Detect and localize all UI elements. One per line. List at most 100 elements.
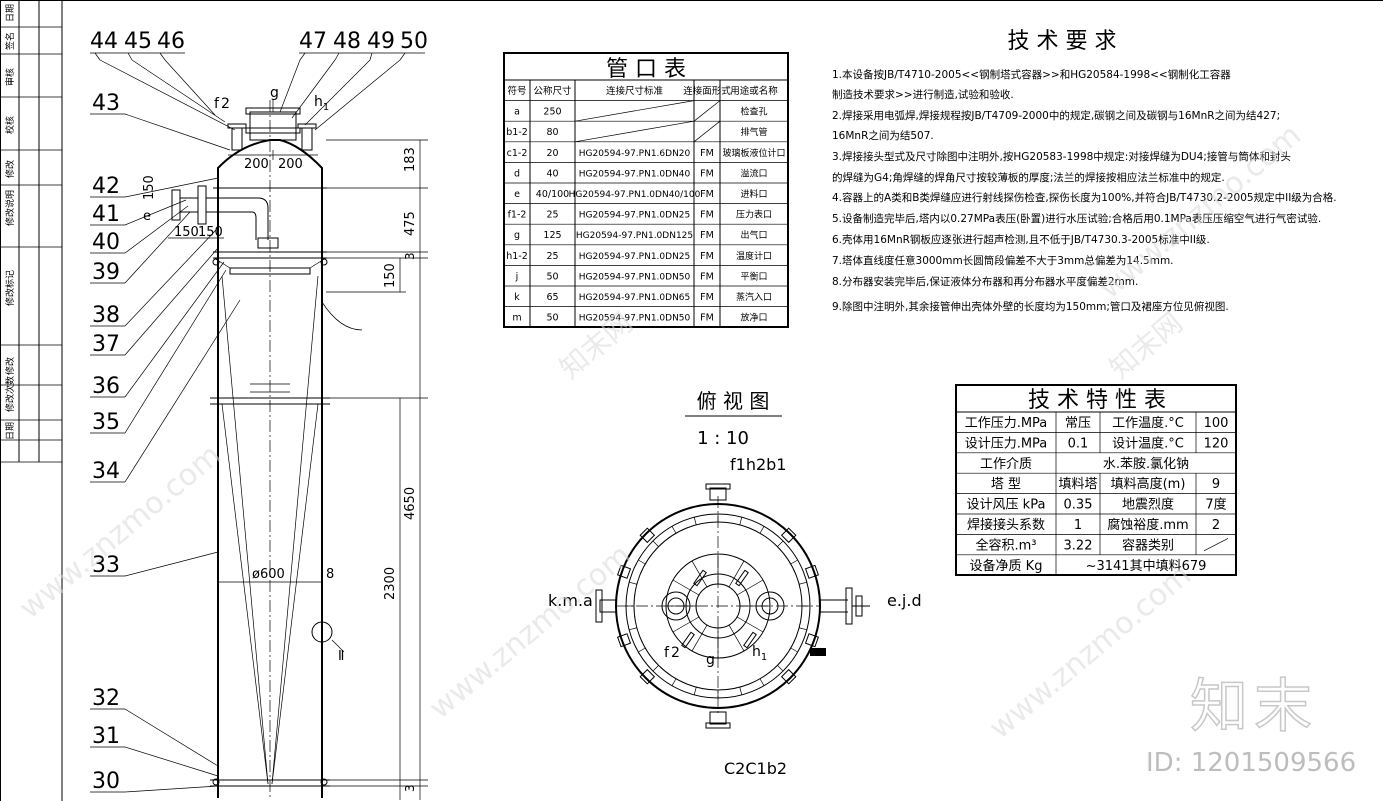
nozzle-label-e: e [143, 209, 151, 224]
part-number-44: 44 [90, 29, 118, 54]
dim-2300: 2300 [383, 567, 398, 600]
nozzle-header-cell: 连接面形式 [683, 85, 731, 97]
tech-requirement-line: 5.设备制造完毕后,塔内以0.27MPa表压(卧置)进行水压试验;合格后用0.1… [832, 212, 1321, 225]
nozzle-cell: 进料口 [740, 188, 767, 200]
spec-cell: 塔 型 [991, 477, 1021, 492]
top-view-label-bottom: C2C1b2 [724, 759, 787, 778]
part-number-49: 49 [367, 29, 395, 54]
nozzle-cell: d [514, 168, 520, 179]
tech-requirement-line: 4.容器上的A类和B类焊缝应进行射线探伤检查,探伤长度为100%,并符合JB/T… [832, 191, 1337, 204]
nozzle-cell: FM [700, 271, 714, 282]
nozzle-cell: m [512, 313, 521, 324]
part-number-42: 42 [92, 174, 120, 199]
nozzle-cell: FM [700, 148, 714, 159]
nozzle-table-title: 管 口 表 [606, 57, 686, 82]
nozzle-cell: 蒸汽入口 [736, 291, 772, 303]
dim-150-vertical: 150 [142, 175, 157, 200]
tech-requirement-line: 7.塔体直线度任意3000mm长圆筒段偏差不大于3mm总偏差为14.5mm. [832, 254, 1174, 267]
part-number-37: 37 [92, 332, 120, 357]
nozzle-cell: f1-2 [508, 210, 527, 221]
part-number-48: 48 [333, 29, 361, 54]
part-number-38: 38 [92, 303, 120, 328]
spec-cell: 腐蚀裕度.mm [1107, 517, 1188, 533]
spec-cell: 100 [1204, 416, 1229, 431]
nozzle-cell: HG20594-97.PN1.0DN25 [579, 252, 691, 262]
top-view-title: 俯 视 图 [697, 389, 770, 413]
nozzle-cell: 溢流口 [740, 167, 767, 179]
spec-cell: ~3141其中填料679 [1086, 559, 1207, 574]
tech-requirement-line: 16MnR之间为结507. [832, 129, 934, 142]
nozzle-cell: 40 [546, 168, 558, 179]
spec-cell: 水.苯胺.氯化钠 [1103, 457, 1189, 472]
title-strip-cell: 校核 [4, 116, 16, 134]
title-strip-cell: 审核 [4, 68, 16, 86]
nozzle-cell: h1-2 [506, 251, 528, 262]
roman-II-label: Ⅱ [338, 649, 344, 664]
part-number-46: 46 [157, 29, 185, 54]
dim-diameter: ø600 [252, 567, 285, 582]
nozzle-cell: HG20594-97.PN1.0DN125 [576, 231, 693, 241]
watermark-site-3: www.znzmo.com [983, 558, 1198, 747]
part-number-36: 36 [92, 374, 120, 399]
spec-cell: 7度 [1205, 497, 1226, 513]
nozzle-cell: 25 [546, 210, 558, 221]
spec-cell: 工作温度.°C [1112, 415, 1184, 431]
spec-cell: 0.35 [1064, 498, 1093, 513]
nozzle-cell: 排气管 [740, 126, 767, 138]
spec-cell: 焊接接头系数 [967, 517, 1045, 533]
nozzle-cell: HG20594-97.PN1.0DN65 [579, 293, 691, 303]
top-view-scale: 1 : 10 [697, 428, 749, 449]
nozzle-cell: HG20594-97.PN1.0DN50 [579, 272, 691, 282]
nozzle-cell: FM [700, 189, 714, 200]
nozzle-cell: HG20594-97.PN1.0DN25 [579, 211, 691, 221]
nozzle-cell: 玻璃板液位计口 [722, 147, 785, 159]
title-strip-cell: 日期 [5, 422, 16, 440]
tech-requirement-line: 2.焊接采用电弧焊,焊接规程按JB/T4709-2000中的规定,碳钢之间及碳钢… [832, 109, 1280, 122]
title-strip-cell: 修改 [4, 160, 16, 178]
spec-cell: 常压 [1065, 416, 1091, 431]
spec-table-title: 技 术 特 性 表 [1028, 388, 1166, 413]
column-elevation-view: 44 45 46 47 48 49 50 4342414039383736353… [90, 29, 428, 800]
dim-475: 475 [403, 211, 418, 236]
title-strip-cell: 修改标记 [4, 270, 16, 306]
nozzle-cell: FM [700, 292, 714, 303]
nozzle-label-h1: h1 [314, 94, 329, 113]
nozzle-cell: a [514, 107, 520, 118]
nozzle-cell: 40/100 [536, 189, 569, 200]
watermark-id: ID: 1201509566 [1146, 748, 1356, 778]
dim-200-left: 200 [244, 157, 269, 172]
part-number-45: 45 [124, 29, 152, 54]
tech-requirement-line: 8.分布器安装完毕后,保证液体分布器和再分布器水平度偏差2mm. [832, 275, 1138, 288]
nozzle-cell: HG20594-97.PN1.0DN40/100 [569, 190, 701, 200]
tech-requirement-line: 3.焊接接头型式及尺寸除图中注明外,按HG20583-1998中规定:对接焊缝为… [832, 150, 1291, 163]
title-strip-cell: 日期 [5, 4, 16, 22]
title-strip-cell: 修改次数 [4, 376, 16, 412]
spec-cell: 全容积.m³ [975, 537, 1036, 553]
nozzle-header-cell: 用途或名称 [730, 85, 778, 97]
tech-requirement-line: 6.壳体用16MnR钢板应逐张进行超声检测,且不低于JB/T4730.3-200… [832, 233, 1210, 246]
nozzle-cell: HG20594-97.PN1.0DN40 [579, 169, 691, 179]
nozzle-cell: g [514, 230, 520, 241]
nozzle-cell: 放净口 [740, 312, 767, 324]
top-view-label-left: k.m.a [548, 591, 593, 610]
technical-requirements: 技 术 要 求 1.本设备按JB/T4710-2005<<钢制塔式容器>>和HG… [832, 29, 1337, 313]
spec-cell: 3.22 [1064, 538, 1093, 553]
spec-cell: 9 [1212, 477, 1220, 492]
nozzle-cell: 125 [543, 230, 561, 241]
watermark-site-cn-2: 知末网 [1103, 306, 1189, 385]
nozzle-cell: 压力表口 [736, 209, 772, 221]
dim-thickness: 8 [326, 567, 334, 582]
title-strip-cell: 修改 [4, 357, 16, 375]
part-number-50: 50 [400, 29, 428, 54]
tech-requirement-line: 9.除图中注明外,其余接管伸出壳体外壁的长度均为150mm;管口及裙座方位见俯视… [832, 300, 1229, 313]
nozzle-cell: b1-2 [506, 127, 528, 138]
nozzle-header-cell: 连接尺寸标准 [606, 85, 664, 97]
spec-cell: 设计压力.MPa [965, 436, 1048, 451]
dim-150-a: 150 [174, 225, 199, 240]
nozzle-cell: FM [700, 210, 714, 221]
dim-3-bottom: 3 [403, 784, 417, 792]
nozzle-cell: 25 [546, 251, 558, 262]
dim-150-b: 150 [198, 225, 223, 240]
nozzle-cell: FM [700, 313, 714, 324]
